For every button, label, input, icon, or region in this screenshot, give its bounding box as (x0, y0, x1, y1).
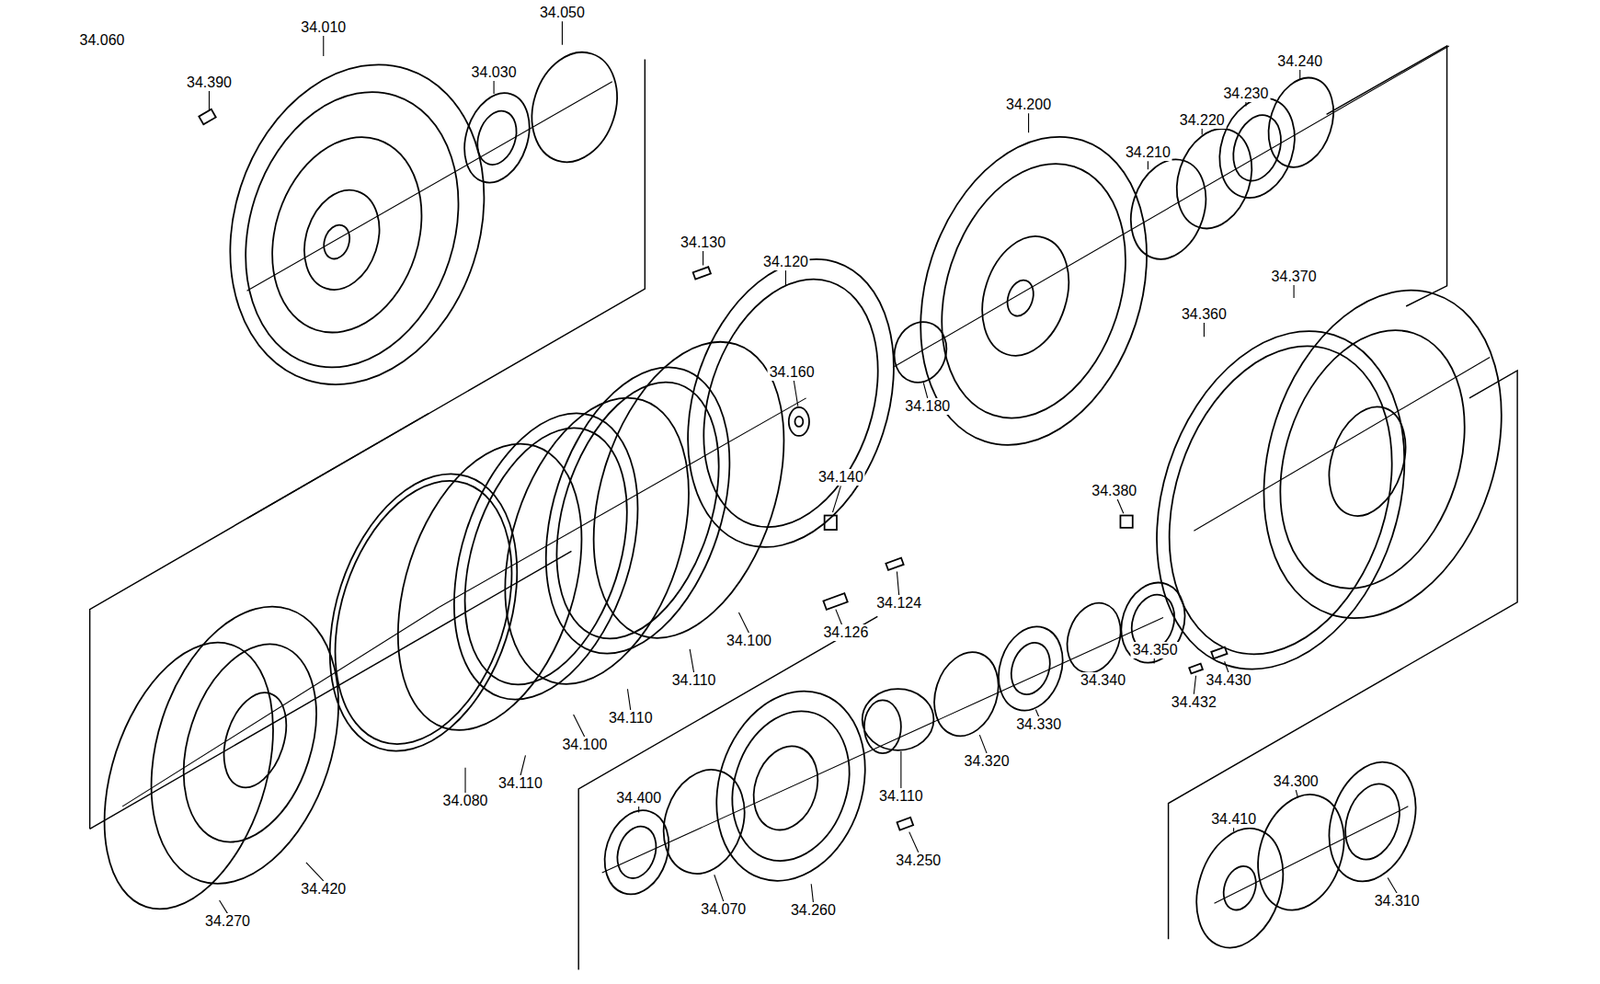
callout-number: 34.340 (1078, 672, 1128, 689)
callout-number: 34.410 (1209, 811, 1258, 828)
callout-number: 34.350 (1131, 641, 1180, 659)
callout-number: 34.210 (1123, 144, 1173, 161)
callout-number: 34.100 (560, 736, 609, 754)
callout-number: 34.126 (821, 624, 870, 641)
callout-number: 34.380 (1089, 482, 1139, 500)
callout-number: 34.360 (1179, 306, 1229, 323)
callout-number: 34.250 (893, 852, 943, 869)
callout-number: 34.120 (761, 253, 811, 271)
callout-number: 34.390 (184, 74, 234, 92)
callout-number: 34.330 (1014, 716, 1063, 733)
callout-number: 34.320 (962, 753, 1012, 770)
callout-number: 34.124 (874, 594, 924, 612)
frame-lines (90, 45, 1518, 971)
callout-number: 34.370 (1269, 268, 1319, 286)
callout-number: 34.110 (606, 709, 655, 727)
callout-number: 34.430 (1204, 672, 1254, 689)
callout-number: 34.130 (678, 234, 728, 252)
callout-number: 34.110 (670, 672, 719, 689)
callout-number: 34.160 (767, 364, 817, 381)
callout-number: 34.050 (537, 4, 587, 22)
callout-number: 34.110 (877, 788, 926, 805)
callout-number: 34.310 (1372, 892, 1422, 910)
callout-number: 34.220 (1177, 112, 1227, 129)
callout-number: 34.060 (78, 32, 127, 49)
callout-number: 34.030 (469, 64, 519, 81)
callout-number: 34.180 (902, 398, 952, 415)
leader-lines (208, 21, 1397, 914)
callout-number: 34.240 (1275, 53, 1325, 70)
callout-number: 34.110 (496, 775, 545, 792)
callout-number: 34.300 (1271, 773, 1321, 790)
callout-number: 34.200 (1004, 96, 1053, 114)
part-drawings (73, 31, 1542, 960)
callout-number: 34.400 (614, 789, 663, 807)
callout-number: 34.140 (816, 468, 866, 486)
callout-number: 34.100 (724, 632, 774, 650)
axis-lines (122, 45, 1490, 903)
callout-number: 34.432 (1169, 694, 1219, 711)
callout-number: 34.070 (698, 901, 748, 918)
callout-number: 34.420 (298, 880, 348, 898)
callout-number: 34.230 (1221, 85, 1270, 103)
callout-number: 34.010 (298, 19, 348, 36)
callout-number: 34.260 (788, 902, 838, 919)
callout-number: 34.080 (441, 792, 491, 810)
callout-number: 34.270 (203, 913, 252, 930)
